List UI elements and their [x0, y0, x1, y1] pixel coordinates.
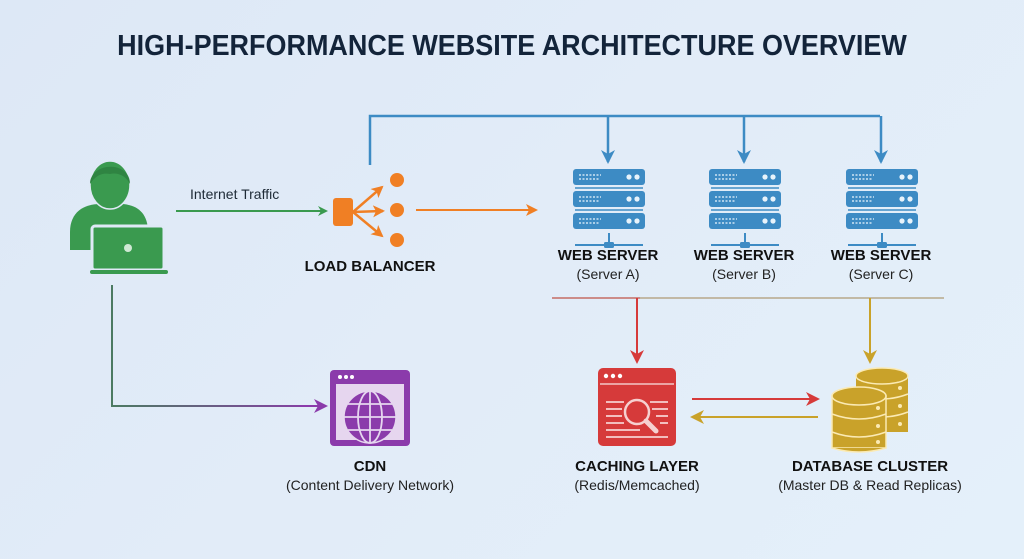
- server-rack-icon: [573, 169, 645, 248]
- node-web-server-a[interactable]: WEB SERVER (Server A): [548, 247, 668, 282]
- node-title: WEB SERVER: [693, 247, 795, 264]
- node-caching-layer[interactable]: CACHING LAYER (Redis/Memcached): [547, 458, 727, 493]
- edge-distribution-bus: [368, 114, 880, 165]
- node-web-server-c[interactable]: WEB SERVER (Server C): [821, 247, 941, 282]
- node-title: LOAD BALANCER: [304, 258, 436, 275]
- node-subtitle: (Server C): [848, 266, 914, 282]
- node-title: CDN: [353, 458, 387, 475]
- server-rack-icon: [709, 169, 781, 248]
- node-web-server-b[interactable]: WEB SERVER (Server B): [684, 247, 804, 282]
- load-balancer-icon: [333, 173, 404, 247]
- server-rack-icon: [846, 169, 918, 248]
- node-title: DATABASE CLUSTER: [791, 458, 949, 475]
- edge-user-to-cdn: [111, 285, 326, 407]
- database-stack-icon: [831, 367, 909, 453]
- node-subtitle: (Server A): [576, 266, 640, 282]
- search-browser-icon: [598, 368, 676, 446]
- node-database-cluster[interactable]: DATABASE CLUSTER (Master DB & Read Repli…: [750, 458, 990, 493]
- node-title: WEB SERVER: [557, 247, 659, 264]
- node-subtitle: (Content Delivery Network): [285, 477, 455, 493]
- node-subtitle: (Redis/Memcached): [574, 477, 700, 493]
- edge-label-internet-traffic: Internet Traffic: [190, 186, 280, 202]
- user-laptop-icon: [70, 160, 168, 274]
- node-subtitle: (Master DB & Read Replicas): [778, 477, 962, 493]
- node-cdn[interactable]: CDN (Content Delivery Network): [250, 458, 490, 493]
- node-title: WEB SERVER: [830, 247, 932, 264]
- globe-browser-icon: [330, 370, 410, 446]
- node-subtitle: (Server B): [712, 266, 776, 282]
- node-title: CACHING LAYER: [575, 458, 699, 475]
- page-title: HIGH-PERFORMANCE WEBSITE ARCHITECTURE OV…: [117, 30, 907, 62]
- node-load-balancer[interactable]: LOAD BALANCER: [290, 258, 450, 275]
